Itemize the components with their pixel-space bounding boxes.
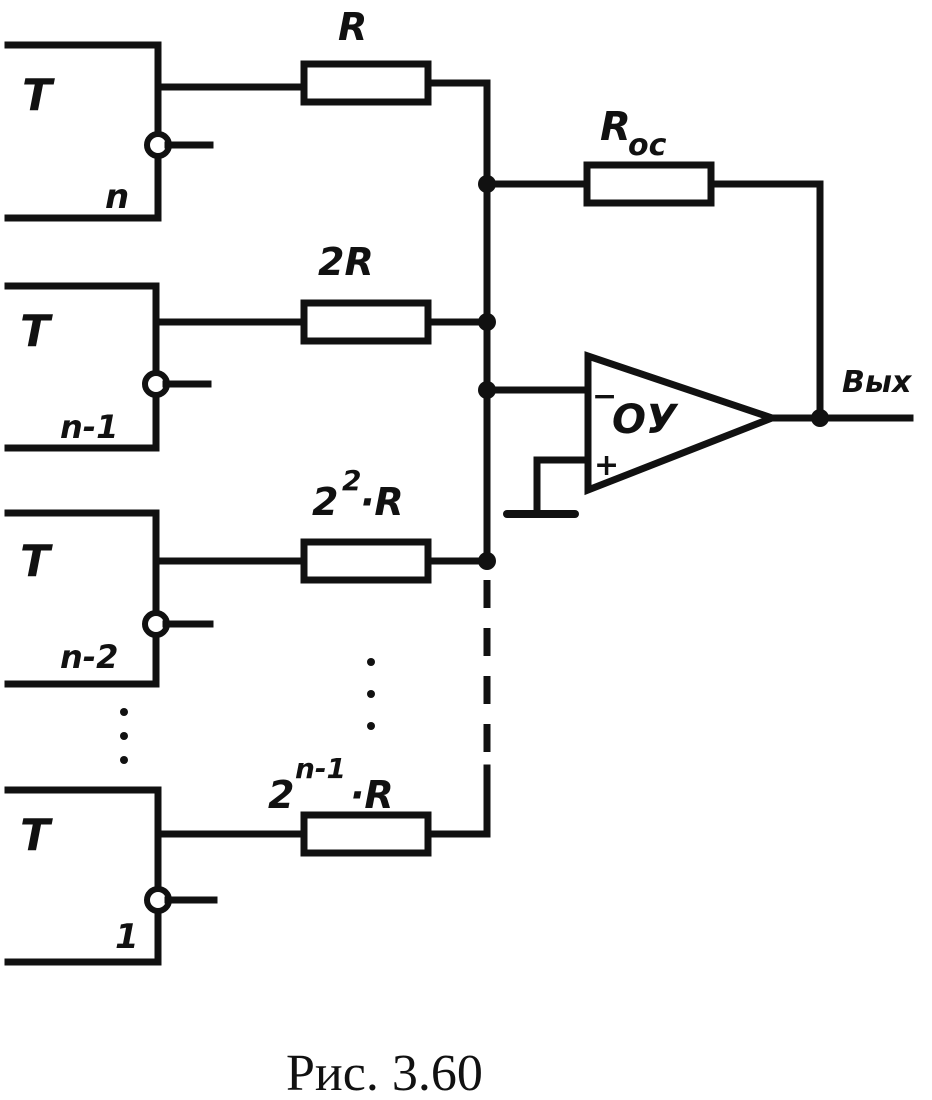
resistor-4r-suffix: ·R	[360, 480, 404, 524]
trigger-1-type: T	[20, 810, 53, 861]
trigger-n-1: T n-1	[4, 282, 308, 452]
resistor-2r-label: 2R	[318, 240, 374, 284]
feedback-resistor-base: R	[600, 104, 631, 150]
trigger-n-1-type: T	[20, 306, 53, 357]
trigger-1-bit: 1	[115, 917, 139, 957]
resistor-2r: 2R	[300, 240, 491, 345]
resistor-2n-1r: 2 n-1 ·R	[268, 752, 491, 857]
resistor-2n-1r-suffix: ·R	[350, 773, 394, 817]
resistor-r: R	[300, 5, 491, 106]
resistor-2n-1r-base: 2	[268, 773, 294, 817]
feedback-resistor: R ос	[483, 104, 824, 422]
figure-caption: Рис. 3.60	[286, 1045, 483, 1100]
op-amp: ОУ − +	[483, 351, 914, 518]
feedback-resistor-subscript: ос	[628, 128, 667, 163]
resistor-ellipsis	[367, 658, 375, 730]
trigger-n-bit: n	[105, 177, 129, 217]
junction-dot	[478, 552, 496, 570]
resistor-4r: 2 2 ·R	[300, 464, 491, 584]
resistor-4r-exponent: 2	[342, 464, 361, 497]
op-amp-label: ОУ	[612, 397, 679, 443]
trigger-ellipsis	[120, 708, 128, 764]
trigger-n-type: T	[22, 70, 55, 121]
trigger-n-2-type: T	[20, 536, 53, 587]
op-amp-noninverting-sign: +	[594, 448, 619, 483]
junction-dot	[478, 313, 496, 331]
resistor-2n-1r-exponent: n-1	[295, 752, 346, 785]
resistor-4r-base: 2	[312, 480, 338, 524]
op-amp-inverting-sign: −	[592, 379, 617, 414]
junction-dot	[811, 409, 829, 427]
trigger-n-2-bit: n-2	[60, 638, 118, 676]
resistor-r-label: R	[338, 5, 367, 49]
output-label: Вых	[842, 365, 913, 400]
trigger-n-2: T n-2	[4, 509, 308, 688]
trigger-1: T 1	[4, 786, 308, 966]
trigger-n: T n	[4, 41, 308, 222]
trigger-n-1-bit: n-1	[60, 408, 118, 446]
